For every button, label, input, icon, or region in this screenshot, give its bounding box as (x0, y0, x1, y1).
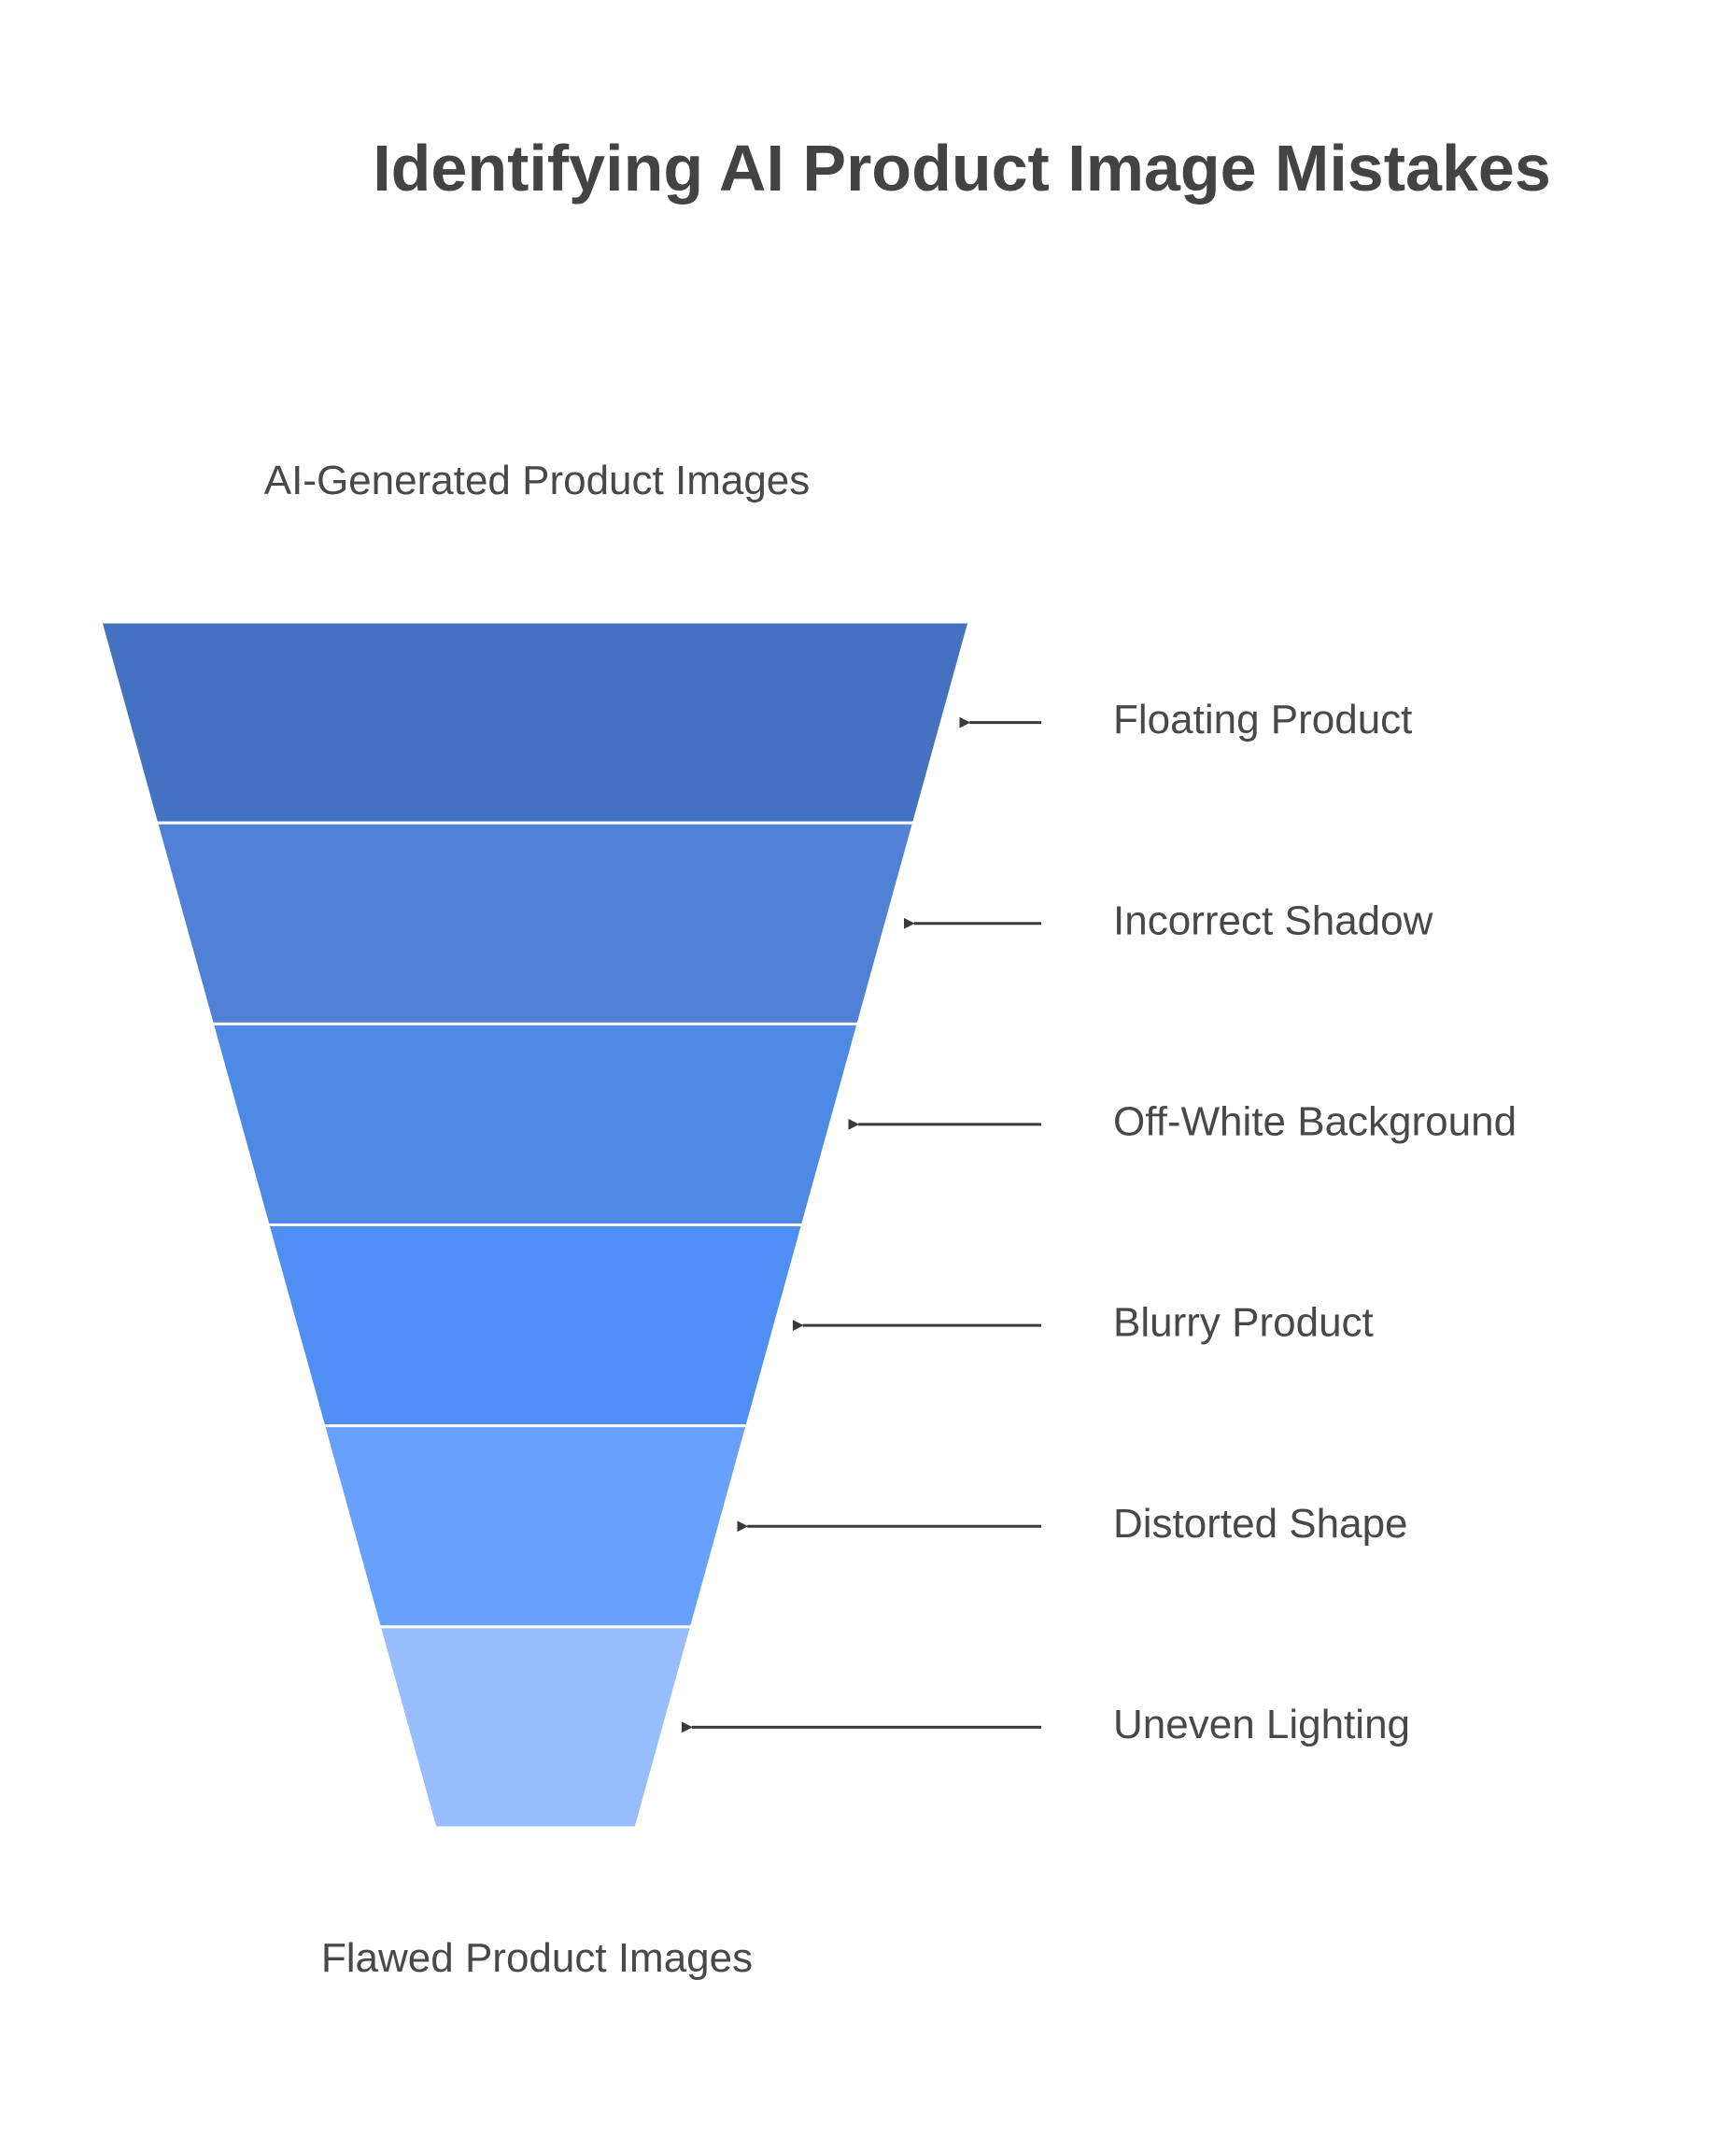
funnel-bottom-label: Flawed Product Images (320, 1935, 754, 1981)
diagram-title: Identifying AI Product Image Mistakes (373, 132, 1551, 205)
stage-label-5: Distorted Shape (1113, 1501, 1408, 1547)
stage-label-6: Uneven Lighting (1113, 1702, 1410, 1747)
stage-label-4: Blurry Product (1113, 1300, 1374, 1346)
stage-label-2: Incorrect Shadow (1113, 898, 1433, 943)
funnel-stage-3 (210, 1022, 860, 1226)
funnel-stage-4 (266, 1223, 805, 1428)
funnel-stage-2 (154, 821, 916, 1025)
stage-label-3: Off-White Background (1113, 1099, 1517, 1145)
funnel-top-label: AI-Generated Product Images (263, 458, 811, 503)
funnel-stage-6 (377, 1625, 694, 1830)
funnel-stage-1 (99, 620, 971, 825)
stage-label-1: Floating Product (1113, 697, 1412, 742)
funnel-stage-5 (321, 1424, 749, 1629)
